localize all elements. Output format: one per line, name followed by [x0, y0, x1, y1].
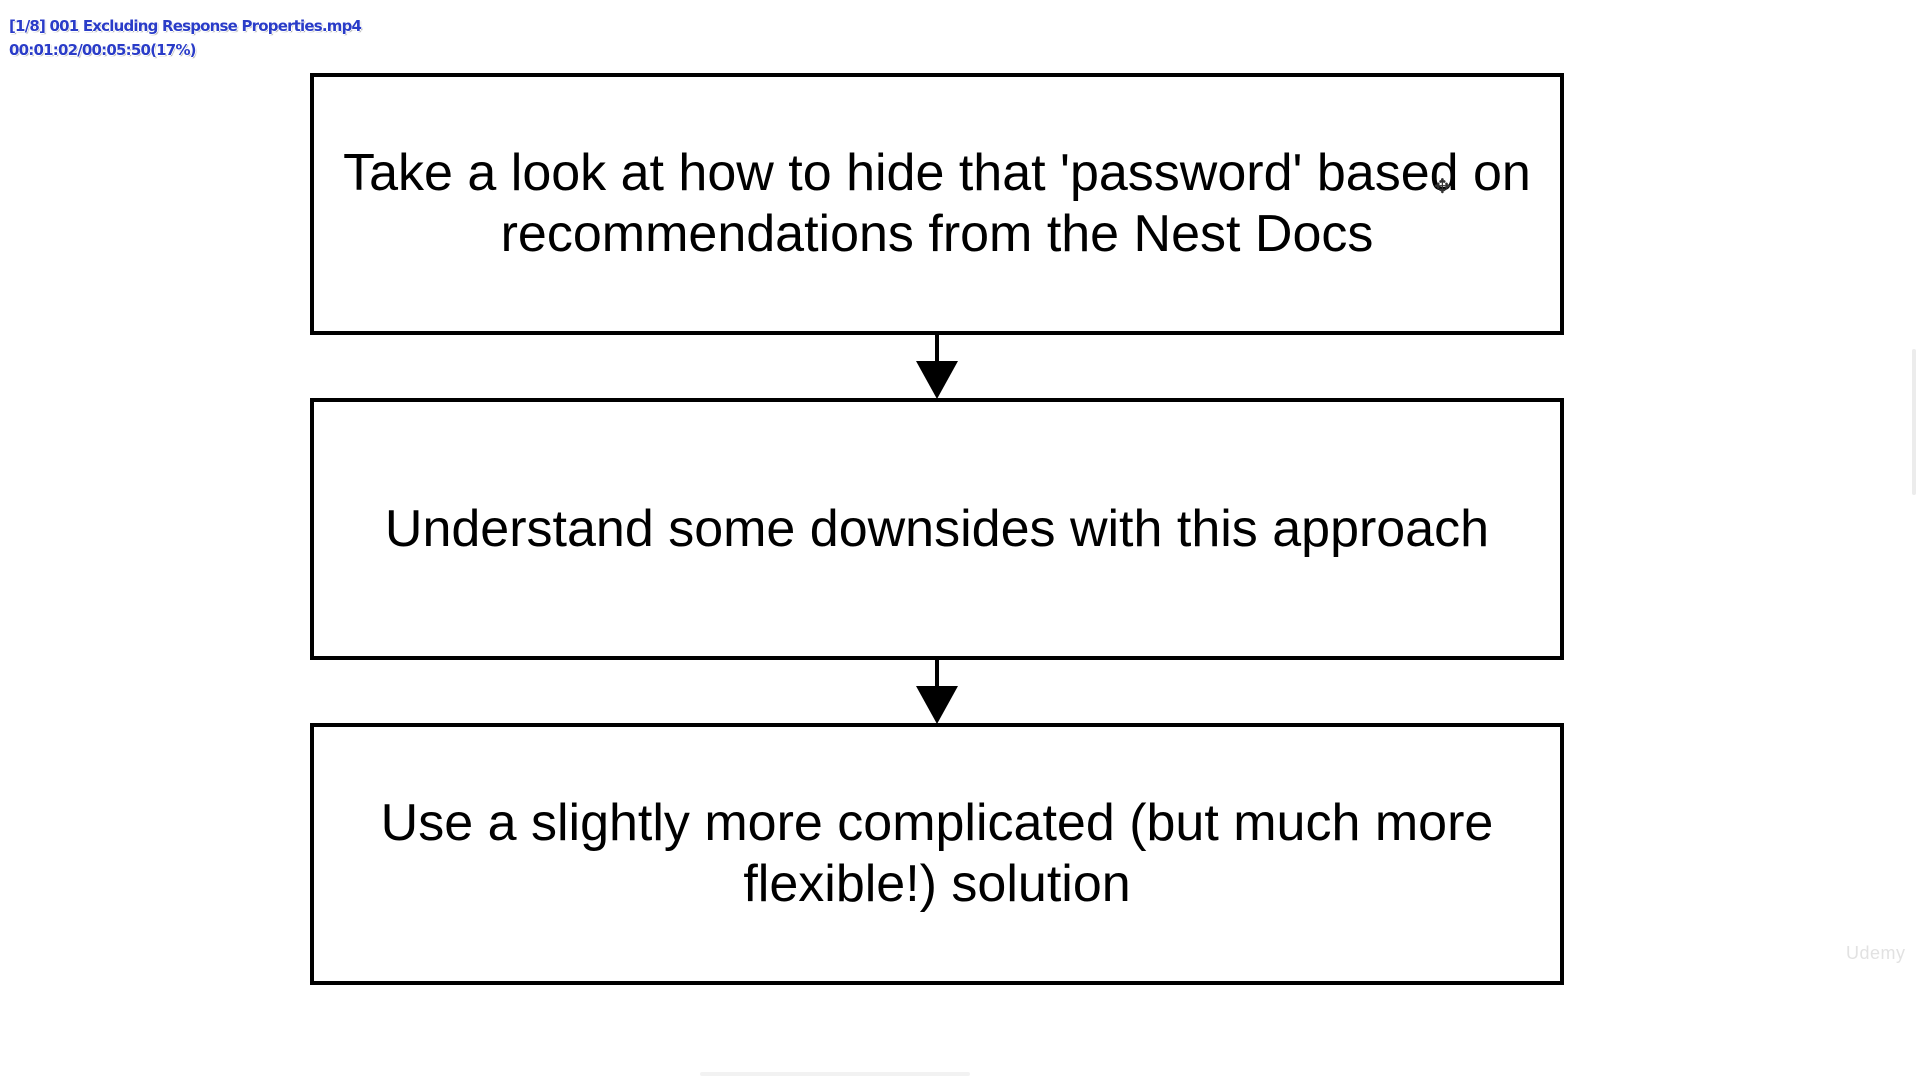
flowchart-step-2-text: Understand some downsides with this appr…: [384, 499, 1490, 558]
flowchart-connector-1: [935, 335, 939, 365]
arrow-down-icon: [916, 361, 958, 399]
flowchart-step-1: Take a look at how to hide that 'passwor…: [310, 73, 1564, 335]
page-scrollbar[interactable]: [1912, 349, 1916, 495]
video-progress-bar[interactable]: [700, 1072, 970, 1076]
player-info-overlay: [1/8] 001 Excluding Response Properties.…: [9, 14, 362, 62]
move-cursor-icon: ✥: [1434, 174, 1451, 198]
flowchart-step-3-text: Use a slightly more complicated (but muc…: [380, 794, 1494, 913]
udemy-watermark: Udemy: [1846, 943, 1906, 963]
flowchart-step-1-text: Take a look at how to hide that 'passwor…: [343, 144, 1531, 263]
video-file-title: [1/8] 001 Excluding Response Properties.…: [9, 17, 362, 35]
video-time-readout: 00:01:02/00:05:50(17%): [9, 41, 197, 59]
flowchart-step-2: Understand some downsides with this appr…: [310, 398, 1564, 660]
arrow-down-icon: [916, 686, 958, 724]
flowchart-step-3: Use a slightly more complicated (but muc…: [310, 723, 1564, 985]
flowchart-connector-2: [935, 660, 939, 690]
